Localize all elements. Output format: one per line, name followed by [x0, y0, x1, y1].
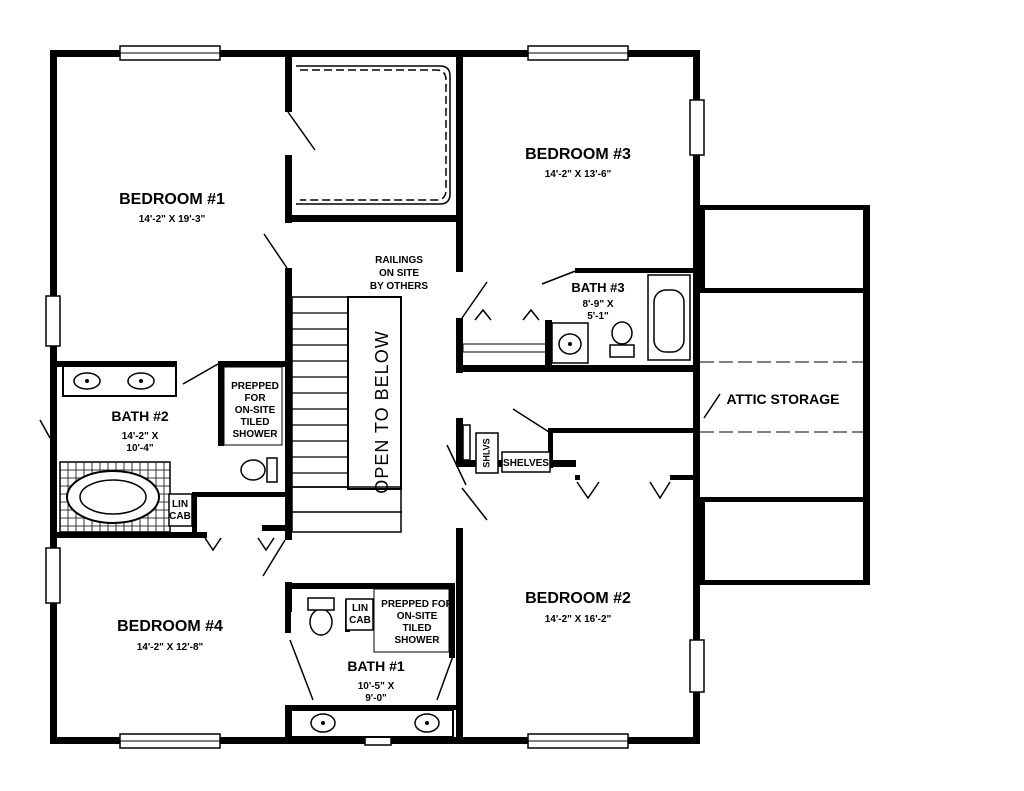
- railings-note-line2: ON SITE: [379, 268, 419, 279]
- open-to-below-label: OPEN TO BELOW: [372, 330, 392, 493]
- bath1-lin-cab-line1: LIN: [352, 603, 368, 614]
- bath2-dims-line1: 14'-2" X: [122, 431, 159, 442]
- bath2-lin-cab-line1: LIN: [172, 499, 188, 510]
- bath2-shower-note-line2: FOR: [244, 393, 266, 404]
- bedroom4-dims: 14'-2" X 12'-8": [137, 642, 204, 653]
- bath1-shower-note-line2: ON-SITE: [397, 611, 438, 622]
- closet-bedroom1: [296, 65, 451, 205]
- bedroom1-name: BEDROOM #1: [119, 191, 225, 208]
- staircase: [290, 296, 402, 533]
- bath2-shower-note-line5: SHOWER: [233, 429, 279, 440]
- bedroom3-dims: 14'-2" X 13'-6": [545, 169, 612, 180]
- bedroom3-name: BEDROOM #3: [525, 146, 631, 163]
- bath2-name: BATH #2: [111, 408, 169, 424]
- bath1-fixtures: [290, 588, 454, 738]
- bath2-fixtures: [59, 365, 283, 533]
- bath1-name: BATH #1: [347, 658, 405, 674]
- bath2-shower-note-line4: TILED: [241, 417, 270, 428]
- windows: [39, 45, 705, 749]
- bath1-dims-line2: 9'-0": [365, 693, 387, 704]
- attic-storage-label: ATTIC STORAGE: [726, 391, 839, 407]
- toilet-icon: [240, 459, 266, 481]
- room-labels: BEDROOM #1 14'-2" X 19'-3" BEDROOM #3 14…: [111, 146, 631, 704]
- bedroom2-name: BEDROOM #2: [525, 590, 631, 607]
- shelves-label: SHELVES: [503, 458, 549, 469]
- toilet-icon: [309, 608, 333, 636]
- bedroom1-dims: 14'-2" X 19'-3": [139, 214, 206, 225]
- bath3-dims-line2: 5'-1": [587, 311, 609, 322]
- railings-note-line3: BY OTHERS: [370, 281, 428, 292]
- bath1-shower-note-line4: SHOWER: [395, 635, 441, 646]
- bath3-fixtures: [462, 274, 691, 364]
- bath3-name: BATH #3: [571, 280, 624, 295]
- bedroom4-name: BEDROOM #4: [117, 618, 223, 635]
- bath1-lin-cab-line2: CAB: [349, 615, 371, 626]
- interior-walls: [57, 57, 698, 743]
- toilet-icon: [611, 321, 633, 345]
- bathtub-icon: [653, 289, 685, 353]
- bath3-dims-line1: 8'-9" X: [582, 299, 613, 310]
- bath1-dims-line1: 10'-5" X: [358, 681, 395, 692]
- doors: [182, 111, 671, 701]
- bath2-dims-line2: 10'-4": [126, 443, 153, 454]
- railings-note-line1: RAILINGS: [375, 255, 423, 266]
- bath2-lin-cab-line2: CAB: [169, 511, 191, 522]
- bedroom2-dims: 14'-2" X 16'-2": [545, 614, 612, 625]
- shelves-closet: [462, 424, 551, 474]
- bath1-shower-note-line1: PREPPED FOR: [381, 599, 453, 610]
- bath2-shower-note-line1: PREPPED: [231, 381, 279, 392]
- attic-storage-area: [700, 205, 870, 585]
- shlvs-label: SHLVS: [481, 438, 491, 467]
- bath1-shower-note-line3: TILED: [403, 623, 432, 634]
- bath2-shower-note-line3: ON-SITE: [235, 405, 276, 416]
- plan-notes: OPEN TO BELOW RAILINGS ON SITE BY OTHERS…: [169, 255, 839, 646]
